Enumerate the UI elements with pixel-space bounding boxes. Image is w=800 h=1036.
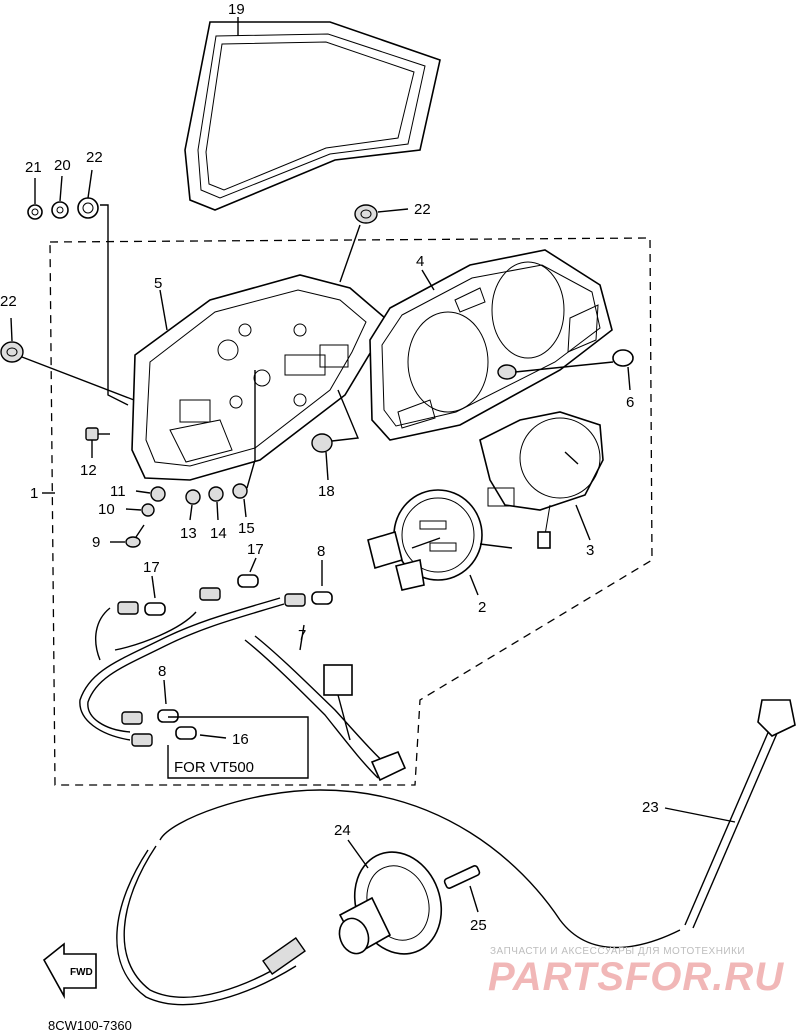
callout-17: 17 bbox=[143, 559, 160, 576]
callout-25: 25 bbox=[470, 917, 487, 934]
callout-8: 8 bbox=[158, 663, 166, 680]
part-17-bulb-left bbox=[117, 575, 166, 616]
callout-9: 9 bbox=[92, 534, 100, 551]
assembly-boundary bbox=[49, 237, 653, 786]
part-15-nut bbox=[232, 370, 256, 518]
part-7-wire-harness bbox=[79, 597, 407, 782]
part-22-grommet-left bbox=[0, 317, 135, 401]
callout-7: 7 bbox=[298, 627, 306, 644]
callout-15: 15 bbox=[238, 520, 255, 537]
part-19-trim-ring bbox=[184, 17, 441, 211]
part-16-bulb bbox=[175, 726, 227, 740]
callout-21: 21 bbox=[25, 159, 42, 176]
part-10-washer bbox=[125, 503, 155, 517]
callout-18: 18 bbox=[318, 483, 335, 500]
part-8-bulb-bottom bbox=[121, 679, 179, 747]
part-24-drive-gear bbox=[338, 839, 443, 955]
watermark-tagline: ЗАПЧАСТИ И АКСЕССУАРЫ ДЛЯ МОТОТЕХНИКИ bbox=[490, 946, 745, 957]
part-2-speedometer bbox=[367, 489, 513, 596]
callout-11: 11 bbox=[110, 483, 126, 500]
part-14-washer bbox=[208, 486, 224, 521]
part-25-pin bbox=[443, 865, 481, 913]
part-5-meter-case bbox=[131, 274, 386, 481]
part-22-grommet-right bbox=[339, 204, 409, 283]
part-9-screw bbox=[110, 524, 145, 548]
callout-23: 23 bbox=[642, 799, 659, 816]
callout-20: 20 bbox=[54, 157, 71, 174]
part-13-nut bbox=[185, 489, 201, 521]
for-vt500-label: FOR VT500 bbox=[174, 759, 254, 776]
callout-12: 12 bbox=[80, 462, 97, 479]
callout-5: 5 bbox=[154, 275, 162, 292]
drawing-code: 8CW100-7360 bbox=[48, 1018, 132, 1033]
part-21-nut bbox=[27, 178, 43, 220]
callout-6: 6 bbox=[626, 394, 634, 411]
callout-17: 17 bbox=[247, 541, 264, 558]
part-18-grommet bbox=[311, 389, 360, 481]
watermark-brand: PARTSFOR.RU bbox=[488, 955, 784, 999]
callout-10: 10 bbox=[98, 501, 115, 518]
part-3-gauge bbox=[479, 411, 604, 549]
callout-3: 3 bbox=[586, 542, 594, 559]
part-11-nut bbox=[135, 486, 166, 502]
part-4-meter-housing bbox=[369, 249, 613, 441]
callout-8: 8 bbox=[317, 543, 325, 560]
callout-2: 2 bbox=[478, 599, 486, 616]
part-12-screw bbox=[85, 427, 110, 458]
part-23-speedometer-cable bbox=[116, 699, 796, 1006]
part-22-grommet-top bbox=[77, 169, 129, 406]
for-vt500-box bbox=[167, 716, 309, 779]
callout-19: 19 bbox=[228, 1, 245, 18]
callout-4: 4 bbox=[416, 253, 424, 270]
callout-22: 22 bbox=[0, 293, 17, 310]
part-6-cap bbox=[514, 349, 634, 391]
part-8-bulb-top bbox=[284, 560, 333, 607]
callout-14: 14 bbox=[210, 525, 227, 542]
callout-13: 13 bbox=[180, 525, 197, 542]
fwd-arrow-icon: FWD bbox=[42, 942, 97, 1000]
callout-1: 1 bbox=[30, 485, 38, 502]
callout-24: 24 bbox=[334, 822, 351, 839]
part-20-washer bbox=[51, 175, 69, 219]
svg-text:FWD: FWD bbox=[70, 967, 93, 978]
callout-22: 22 bbox=[86, 149, 103, 166]
callout-22: 22 bbox=[414, 201, 431, 218]
callout-16: 16 bbox=[232, 731, 249, 748]
part-17-bulb-right bbox=[199, 557, 259, 601]
